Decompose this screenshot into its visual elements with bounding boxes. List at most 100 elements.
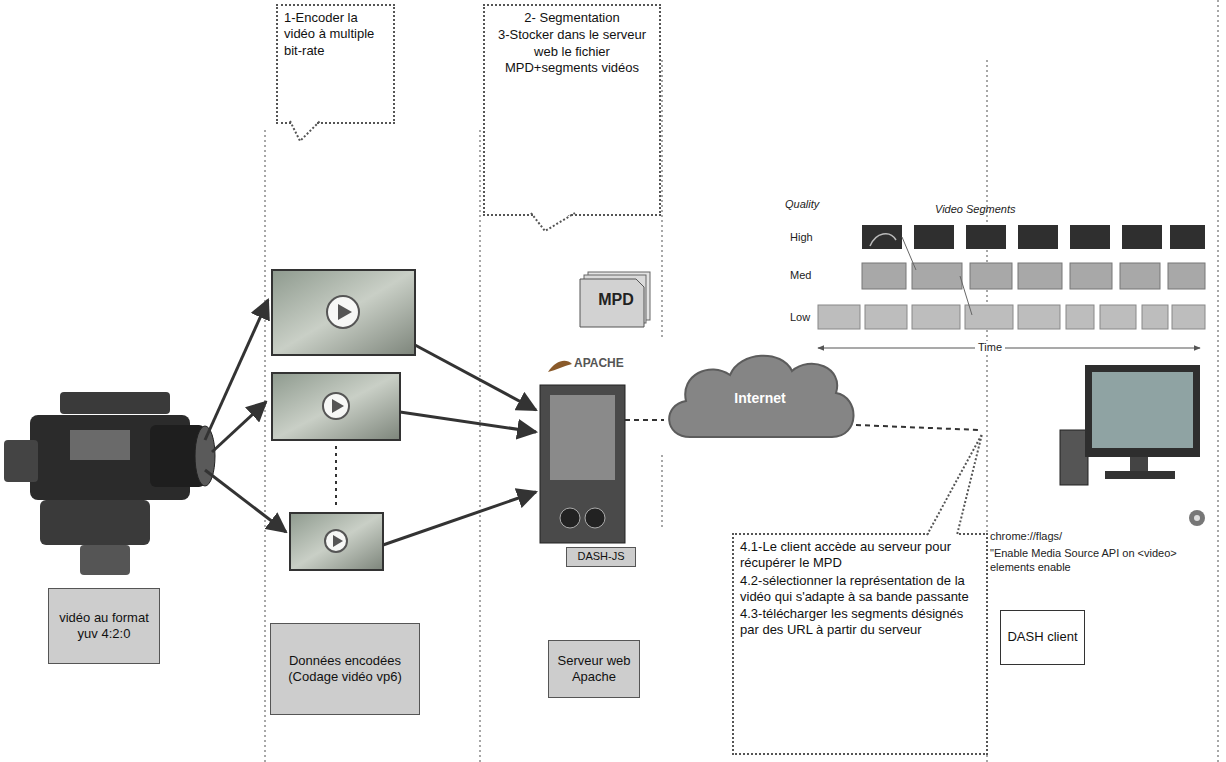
video-thumbnails-part: [338, 304, 352, 320]
separator-lines-part: [661, 455, 663, 530]
node-text: DASH-JS: [571, 550, 631, 563]
segment-chart-part-part: [1100, 305, 1136, 329]
server-illustration-part: [540, 385, 625, 543]
segment-chart-part-part: [1172, 305, 1205, 329]
tail-fill: [290, 119, 320, 141]
video-thumbnails-part: [333, 535, 343, 547]
node-text: 1-Encoder la vidéo à multiple bit-rate: [284, 10, 387, 59]
node-text: Internet: [734, 390, 785, 406]
axis-title: Time: [975, 341, 1005, 353]
cloud-shape: [669, 356, 853, 437]
segment-chart-part-part: [1070, 263, 1112, 289]
node-text: 4.2-sélectionner la représentation de la…: [740, 573, 980, 606]
callout-bubble: 1-Encoder la vidéo à multiple bit-rate: [276, 4, 395, 124]
network-link-part: [625, 419, 664, 421]
segment-chart-part-part: [865, 305, 907, 329]
separator-lines: [265, 0, 1218, 762]
mpd-document: MPD: [580, 272, 652, 328]
segment-chart-part-part: [1170, 225, 1205, 249]
callout-tail: [483, 211, 655, 232]
computer-illustration-part: [1060, 430, 1088, 485]
node-text: Données encodées (Codage vidéo vp6): [277, 653, 413, 685]
segment-chart-part: [818, 347, 1200, 348]
computer-illustration-part: [1105, 471, 1175, 479]
computer-illustration-part: [1092, 372, 1193, 448]
segment-chart-part: [862, 263, 1205, 289]
node-text: DASH client: [1007, 629, 1078, 645]
segment-chart-part-part: [862, 225, 902, 249]
callout-tail: [276, 119, 389, 142]
flow-arrows-part: [205, 300, 268, 440]
axis-title: Video Segments: [935, 203, 1016, 215]
server-illustration-part: [548, 361, 572, 372]
tail-outline: [927, 434, 982, 535]
video-thumbnails-part: [323, 393, 349, 419]
flow-arrows-part: [415, 345, 536, 410]
flow-arrows: [205, 300, 536, 545]
segment-chart-part: [870, 234, 896, 246]
segment-chart-part: [902, 237, 972, 315]
video-thumbnails-part: [290, 513, 383, 570]
axis-title: Quality: [785, 198, 819, 210]
client-box: DASH client: [1000, 610, 1085, 665]
internet-cloud: Internet: [660, 345, 860, 450]
segment-chart-part-part: [1168, 263, 1205, 289]
flow-arrows-part: [400, 412, 536, 432]
segment-chart-part-part: [1142, 305, 1168, 329]
tail-outline: [290, 121, 320, 141]
video-thumbnails-part: [272, 373, 400, 440]
segment-chart-part-part: [970, 263, 1012, 289]
video-thumbnails-part: [325, 530, 347, 552]
segment-chart-part-part: [818, 305, 860, 329]
computer-illustration-part: [1189, 510, 1205, 526]
segment-chart-part-part: [1018, 225, 1058, 249]
camera-illustration-part: [80, 545, 130, 575]
camera-illustration-part: [60, 392, 170, 414]
segment-chart: [818, 225, 1205, 348]
callout-bubble: 4.1-Le client accède au serveur pour réc…: [732, 533, 988, 755]
video-thumbnails-part: [327, 296, 359, 328]
video-thumbnails-part: [332, 399, 344, 413]
segment-chart-part-part: [1018, 263, 1062, 289]
segment-chart-part-part: [1018, 305, 1060, 329]
node-text: Serveur web Apache: [555, 653, 633, 685]
callout-bubble: 2- Segmentation3-Stocker dans le serveur…: [483, 4, 661, 216]
server-illustration: [540, 361, 625, 543]
page-front: [580, 279, 644, 327]
computer-illustration-part: [1194, 515, 1200, 521]
video-thumbnails-part: [335, 446, 337, 508]
node-text: vidéo au format yuv 4:2:0: [55, 610, 153, 642]
camera-illustration: [4, 392, 215, 575]
tail-fill: [531, 211, 575, 231]
server-illustration-part: [550, 395, 615, 480]
caption-box: DASH-JS: [566, 547, 636, 567]
computer-illustration: [1060, 365, 1205, 526]
node-text: 3-Stocker dans le serveur web le fichier…: [491, 27, 653, 76]
separator-lines-part: [479, 130, 481, 762]
segment-chart-part-part: [1122, 225, 1162, 249]
caption-box: vidéo au format yuv 4:2:0: [48, 588, 160, 664]
flow-arrows-part: [383, 492, 536, 545]
camera-illustration-part: [40, 500, 150, 545]
caption-box: Données encodées (Codage vidéo vp6): [270, 623, 420, 715]
segment-chart-part-part: [912, 305, 960, 329]
node-text: 4.3-télécharger les segments désignés pa…: [740, 606, 980, 639]
segment-chart-part-part: [965, 305, 1013, 329]
tail-outline: [531, 213, 575, 231]
node-text: MPD: [598, 291, 634, 309]
camera-illustration-part: [70, 430, 130, 460]
server-illustration-part: [560, 508, 580, 528]
callout-tail: [732, 434, 982, 537]
camera-illustration-part: [4, 440, 38, 482]
segment-chart-part: [862, 225, 1205, 249]
segment-chart-part-part: [1070, 225, 1110, 249]
server-label: APACHE: [574, 356, 624, 370]
caption-box: Serveur web Apache: [548, 640, 640, 698]
flow-arrows-part: [205, 470, 286, 532]
separator-lines-part: [1217, 0, 1219, 762]
segment-chart-part: [818, 305, 1205, 329]
browser-setting: chrome://flags/: [990, 530, 1062, 542]
node-text: 4.1-Le client accède au serveur pour réc…: [740, 539, 980, 572]
separator-lines-part: [264, 130, 266, 762]
